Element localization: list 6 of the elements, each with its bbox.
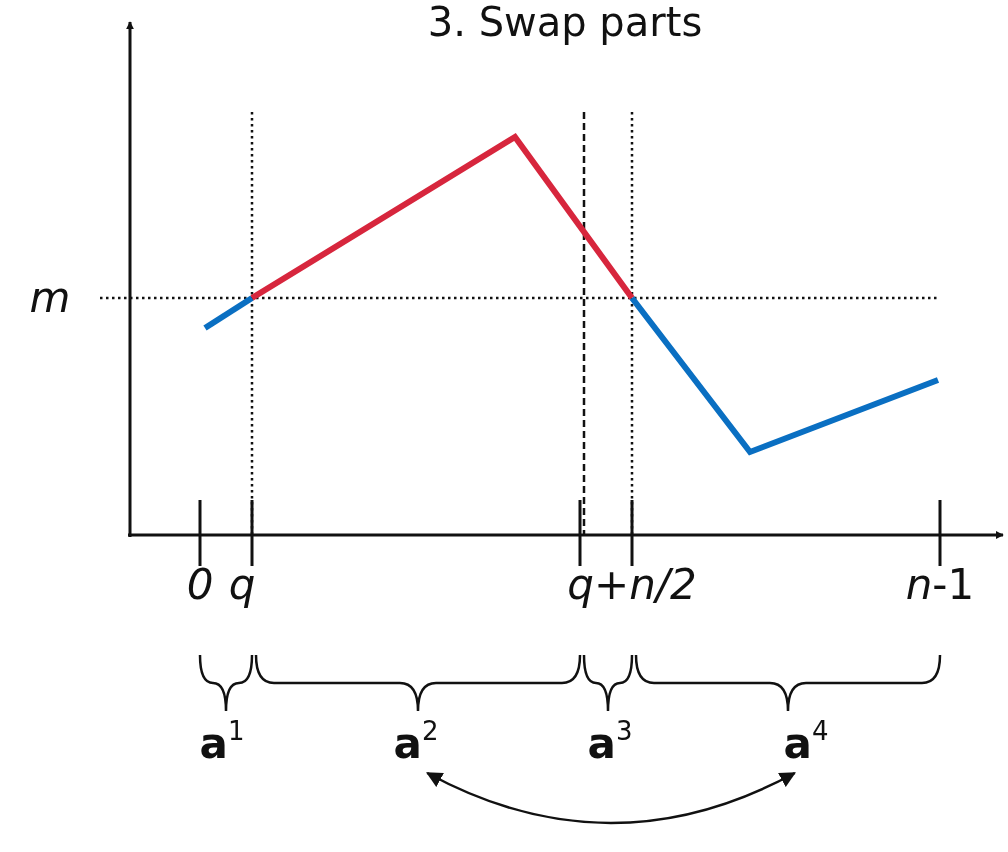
tick-label: q (228, 564, 256, 606)
curved-arrow (426, 771, 796, 825)
tick-label: 0 (186, 564, 214, 606)
tick-label: n-1 (905, 564, 975, 606)
tick-label: q+n/2 (567, 564, 697, 606)
axis-label: m (29, 277, 71, 319)
